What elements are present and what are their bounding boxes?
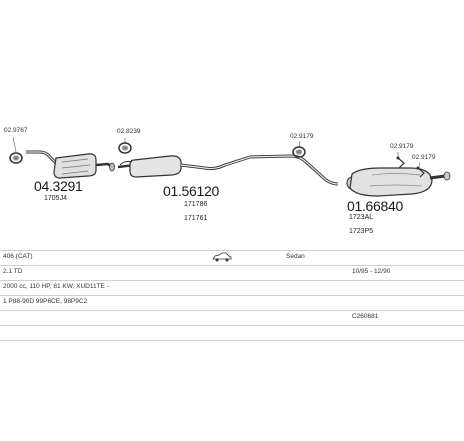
part-number-clamp-center: 02.8239 <box>117 128 141 135</box>
oe-number-rear-silencer-2: 1723P5 <box>349 228 374 235</box>
table-row: 406 (CAT) Sedan <box>0 251 464 266</box>
oe-number-rear-silencer-1: 1723AL <box>349 214 374 221</box>
part-number-clamp-front: 02.9767 <box>4 127 28 134</box>
clamp-icon <box>118 142 132 154</box>
engine-spec: 2000 cc, 110 HP, 81 KW, XUD11TE - <box>3 283 109 290</box>
rubber-hanger-icon <box>416 166 425 178</box>
part-number-hanger-2: 02.9179 <box>412 154 436 161</box>
catalytic-converter-part <box>26 150 115 179</box>
oe-number-catalytic-converter: 1705J4 <box>44 195 67 202</box>
body-type: Sedan <box>286 253 305 260</box>
engine-codes: 1 P88-90D 99P6CE, 98P9C2 <box>3 298 88 305</box>
clamp-icon <box>292 146 306 158</box>
table-row: 2000 cc, 110 HP, 81 KW, XUD11TE - <box>0 281 464 296</box>
oe-number-center-silencer-2: 171761 <box>184 215 208 222</box>
oe-number-center-silencer-1: 171786 <box>184 201 208 208</box>
sedan-car-icon <box>212 252 232 264</box>
table-row: 2.1 TD 10/95 - 12/90 <box>0 266 464 281</box>
rear-silencer-part <box>346 156 451 197</box>
table-row: C260681 <box>0 311 464 326</box>
exhaust-system-diagram <box>9 136 451 197</box>
clamp-icon <box>9 152 23 164</box>
rubber-hanger-icon <box>396 156 405 169</box>
table-row: 1 P88-90D 99P6CE, 98P9C2 <box>0 296 464 311</box>
reference-code: C260681 <box>352 313 379 320</box>
part-number-center-silencer: 01.56120 <box>163 183 219 199</box>
part-number-clamp-mid: 02.9179 <box>290 133 314 140</box>
part-number-hanger-1: 02.9179 <box>390 143 414 150</box>
center-silencer-part <box>117 154 339 186</box>
table-row <box>0 326 464 341</box>
table-divider <box>0 250 464 251</box>
vehicle-model: 406 (CAT) <box>3 253 33 260</box>
part-number-catalytic-converter: 04.3291 <box>34 178 83 194</box>
production-years: 10/95 - 12/90 <box>352 268 391 275</box>
part-number-rear-silencer: 01.66840 <box>347 198 403 214</box>
engine-type: 2.1 TD <box>3 268 23 275</box>
